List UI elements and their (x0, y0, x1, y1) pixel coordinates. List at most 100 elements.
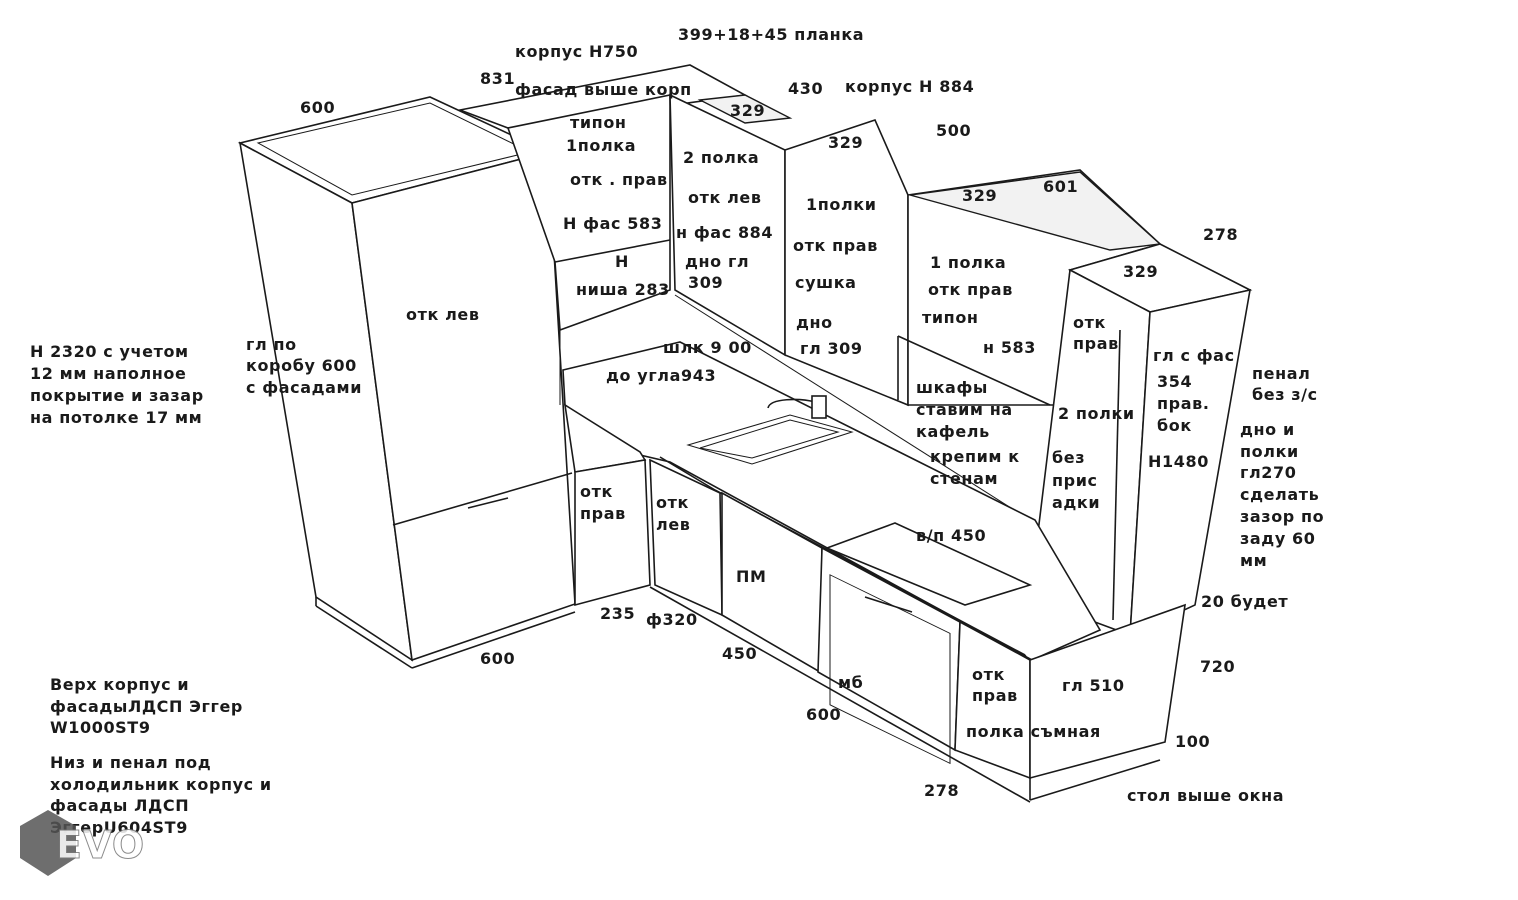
kitchen-drawing (237, 64, 1253, 803)
label-otk-lev-a: отк лев (688, 188, 762, 207)
label-tipon-b: типон (922, 308, 979, 327)
label-otk-prav-b: отк прав (793, 236, 878, 255)
label-329-d: 329 (1123, 262, 1158, 281)
label-430: 430 (788, 79, 823, 98)
label-fasad-vyshe: фасад выше корп (515, 80, 692, 99)
label-h1480: Н1480 (1148, 452, 1209, 471)
label-shkafy-1: шкафы (916, 378, 988, 397)
label-831: 831 (480, 69, 515, 88)
label-nisha-283: ниша 283 (576, 280, 670, 299)
label-329-c: 329 (962, 186, 997, 205)
label-otk-prav-e2: прав (972, 686, 1018, 705)
hexagon-icon (20, 810, 76, 876)
label-penal-1: пенал (1252, 364, 1310, 383)
label-vp450: в/п 450 (916, 526, 986, 545)
label-note2-2: холодильник корпус и (50, 775, 272, 794)
label-h2320-1: Н 2320 с учетом (30, 342, 189, 361)
label-krepim-1: крепим к (930, 447, 1020, 466)
label-shkafy-3: кафель (916, 422, 990, 441)
label-prav: прав (1073, 334, 1119, 353)
label-278-bottom: 278 (924, 781, 959, 800)
pencil-cabinet (1029, 243, 1253, 637)
label-h-fas-583: Н фас 583 (563, 214, 663, 233)
label-1polki-b: 1полки (806, 195, 877, 214)
label-bez-1: без (1052, 448, 1085, 467)
label-shlk-900: шлк 9 00 (663, 338, 752, 357)
label-2polki: 2 полки (1058, 404, 1135, 423)
label-otk-prav-c: отк прав (928, 280, 1013, 299)
label-h2320-4: на потолке 17 мм (30, 408, 202, 427)
label-329-b: 329 (828, 133, 863, 152)
label-korpus-h884: корпус Н 884 (845, 77, 974, 96)
label-h2320-3: покрытие и зазар (30, 386, 204, 405)
label-dno-gl: дно гл (685, 252, 749, 271)
label-note1-1: Верх корпус и (50, 675, 189, 694)
label-pm: ПМ (736, 567, 767, 586)
label-prav-bok-2: бок (1157, 416, 1192, 435)
label-korpus-h750: корпус Н750 (515, 42, 638, 61)
label-otk: отк (1073, 313, 1106, 332)
label-dno-polki-3: гл270 (1240, 463, 1296, 482)
label-278-top: 278 (1203, 225, 1238, 244)
label-h583: н 583 (983, 338, 1036, 357)
label-otk-prav-d2: прав (580, 504, 626, 523)
label-otk-prav-e1: отк (972, 665, 1005, 684)
label-h2320-2: 12 мм наполное (30, 364, 186, 383)
lower-cabinets (574, 458, 1186, 803)
label-354: 354 (1157, 372, 1192, 391)
label-gl-309: гл 309 (800, 339, 863, 358)
upper-cabinets (457, 64, 1162, 407)
label-dno: дно (796, 313, 833, 332)
label-gl510: гл 510 (1062, 676, 1125, 695)
label-otk-lev-c2: лев (656, 515, 691, 534)
logo-text: EVO (56, 823, 145, 867)
label-gl-po-2: коробу 600 (246, 356, 357, 375)
label-1polka-c: 1 полка (930, 253, 1006, 272)
label-otk-prav-d1: отк (580, 482, 613, 501)
label-dno-polki-5: зазор по (1240, 507, 1324, 526)
label-600-top: 600 (300, 98, 335, 117)
label-mb: мб (838, 673, 863, 692)
label-note1-2: фасадыЛДСП Эггер (50, 697, 243, 716)
label-dno-polki-4: сделать (1240, 485, 1319, 504)
label-329-a: 329 (730, 101, 765, 120)
label-shkafy-2: ставим на (916, 400, 1013, 419)
backsplash (559, 294, 1031, 521)
label-stol-vyshe: стол выше окна (1127, 786, 1284, 805)
label-h: Н (615, 252, 629, 271)
label-dno-polki-1: дно и (1240, 420, 1295, 439)
label-235: 235 (600, 604, 635, 623)
label-otk-lev-c1: отк (656, 493, 689, 512)
label-sushka: сушка (795, 273, 857, 292)
label-otk-prav-a: отк . прав (570, 170, 668, 189)
label-note2-4: ЭггерU604ST9 (50, 818, 188, 837)
evo-logo: EVO (20, 810, 145, 876)
label-gl-po-3: с фасадами (246, 378, 362, 397)
label-note1-3: W1000ST9 (50, 718, 151, 737)
label-polka-semnaya: полка съмная (966, 722, 1101, 741)
label-prav-bok-1: прав. (1157, 394, 1210, 413)
label-h-fas-884: н фас 884 (676, 223, 773, 242)
annotation-labels: корпус Н750 399+18+45 планка 831 фасад в… (30, 25, 1324, 837)
label-601: 601 (1043, 177, 1078, 196)
label-2polka-a: 2 полка (683, 148, 759, 167)
label-dno-polki-7: мм (1240, 551, 1267, 570)
label-otk-lev-b: отк лев (406, 305, 480, 324)
label-f320: ф320 (646, 610, 698, 629)
label-dno-polki-2: полки (1240, 442, 1299, 461)
label-500: 500 (936, 121, 971, 140)
label-krepim-2: стенам (930, 469, 998, 488)
label-450: 450 (722, 644, 757, 663)
label-note2-3: фасады ЛДСП (50, 796, 189, 815)
label-tipon-a: типон (570, 113, 627, 132)
label-720: 720 (1200, 657, 1235, 676)
label-600-mid: 600 (806, 705, 841, 724)
label-gl-po-1: гл по (246, 335, 297, 354)
label-dno-polki-6: заду 60 (1240, 529, 1315, 548)
label-penal-2: без з/с (1252, 385, 1318, 404)
label-20-budet: 20 будет (1201, 592, 1288, 611)
label-600-bottom: 600 (480, 649, 515, 668)
label-bez-2: прис (1052, 471, 1098, 490)
label-gl-s-fas: гл с фас (1153, 346, 1235, 365)
